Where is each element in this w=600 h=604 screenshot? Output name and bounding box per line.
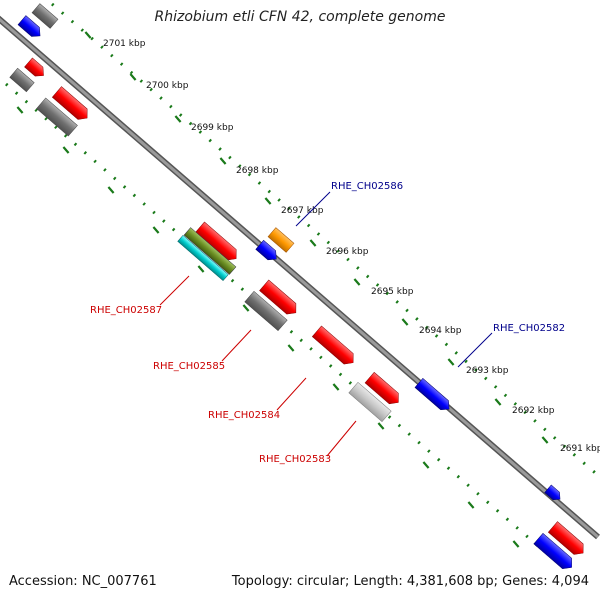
gene-blue-4[interactable]: [533, 532, 576, 572]
tick-label-2701: 2701 kbp: [103, 39, 146, 49]
inner-major-tick: [287, 344, 295, 352]
gene-cyan[interactable]: [177, 234, 229, 282]
map-title: Rhizobium etli CFN 42, complete genome: [154, 9, 446, 25]
inner-major-tick: [107, 186, 115, 194]
leader-RHE_CH02582: [457, 332, 493, 368]
gene-red-RHE_CH02584[interactable]: [311, 325, 357, 368]
inner-major-tick: [377, 422, 385, 430]
gene-label-RHE_CH02587[interactable]: RHE_CH02587: [90, 305, 162, 316]
outer-major-tick: [494, 398, 502, 406]
outer-major-tick: [84, 31, 92, 39]
gene-gray-RHE_CH02585[interactable]: [244, 290, 288, 332]
gene-blue-RHE_CH02582[interactable]: [414, 378, 453, 413]
tick-label-2694: 2694 kbp: [419, 326, 462, 336]
tick-label-2696: 2696 kbp: [326, 247, 369, 257]
inner-major-tick: [152, 226, 160, 234]
tick-label-2700: 2700 kbp: [146, 81, 189, 91]
tick-labels: 2701 kbp 2700 kbp 2699 kbp 2698 kbp 2697…: [103, 39, 600, 454]
gene-label-RHE_CH02586[interactable]: RHE_CH02586: [331, 181, 403, 192]
inner-major-tick: [422, 461, 430, 469]
gene-blue-1[interactable]: [17, 15, 44, 41]
gene-gray-2[interactable]: [9, 67, 35, 93]
outer-major-tick: [129, 73, 137, 81]
tick-track-inner: [5, 82, 546, 554]
accession-text: Accession: NC_007761: [9, 574, 157, 589]
genes: [9, 3, 587, 572]
leader-RHE_CH02583: [326, 420, 357, 457]
gene-red-1[interactable]: [24, 57, 48, 80]
tick-label-2692: 2692 kbp: [512, 406, 555, 416]
inner-major-tick: [242, 304, 250, 312]
tick-label-2697: 2697 kbp: [281, 206, 324, 216]
leader-RHE_CH02584: [276, 377, 307, 411]
gene-label-RHE_CH02583[interactable]: RHE_CH02583: [259, 454, 331, 465]
gene-lightgray-RHE_CH02583[interactable]: [348, 381, 392, 423]
gene-blue-3[interactable]: [544, 484, 564, 503]
gene-red-4[interactable]: [547, 521, 587, 559]
tick-label-2691: 2691 kbp: [560, 444, 600, 454]
inner-major-tick: [197, 265, 205, 273]
genome-summary-text: Topology: circular; Length: 4,381,608 bp…: [231, 574, 589, 589]
leader-RHE_CH02585: [221, 329, 252, 362]
inner-major-tick: [332, 383, 340, 391]
outer-major-tick: [264, 197, 272, 205]
tick-label-2699: 2699 kbp: [191, 123, 234, 133]
gene-label-RHE_CH02584[interactable]: RHE_CH02584: [208, 410, 280, 421]
gene-gray-3[interactable]: [36, 97, 78, 137]
outer-major-tick: [401, 318, 409, 326]
gene-olive[interactable]: [183, 227, 237, 275]
gene-gray-1[interactable]: [31, 3, 59, 29]
inner-major-tick: [512, 540, 520, 548]
gene-red-RHE_CH02587[interactable]: [194, 221, 240, 264]
gene-label-RHE_CH02585[interactable]: RHE_CH02585: [153, 361, 225, 372]
outer-major-tick: [309, 239, 317, 247]
major-ticks: [16, 31, 549, 548]
gene-label-group: RHE_CH02586 RHE_CH02582 RHE_CH02587 RHE_…: [90, 181, 565, 465]
outer-major-tick: [174, 115, 182, 123]
gene-label-RHE_CH02582[interactable]: RHE_CH02582: [493, 323, 565, 334]
outer-major-tick: [219, 157, 227, 165]
outer-major-tick: [541, 436, 549, 444]
tick-label-2695: 2695 kbp: [371, 287, 414, 297]
leader-lines: [159, 191, 493, 457]
gene-red-2[interactable]: [51, 86, 91, 124]
gene-red-3[interactable]: [364, 371, 403, 407]
tick-label-2698: 2698 kbp: [236, 166, 279, 176]
outer-major-tick: [447, 358, 455, 366]
inner-major-tick: [62, 146, 70, 154]
leader-RHE_CH02586: [295, 191, 331, 227]
inner-major-tick: [467, 501, 475, 509]
gene-red-RHE_CH02585[interactable]: [259, 279, 301, 318]
inner-major-tick: [16, 106, 24, 114]
gene-orange-RHE_CH02586[interactable]: [267, 227, 295, 253]
tick-label-2693: 2693 kbp: [466, 366, 509, 376]
gene-blue-2[interactable]: [255, 239, 280, 263]
leader-RHE_CH02587: [159, 275, 190, 306]
backbone: [0, 15, 600, 540]
outer-major-tick: [353, 278, 361, 286]
